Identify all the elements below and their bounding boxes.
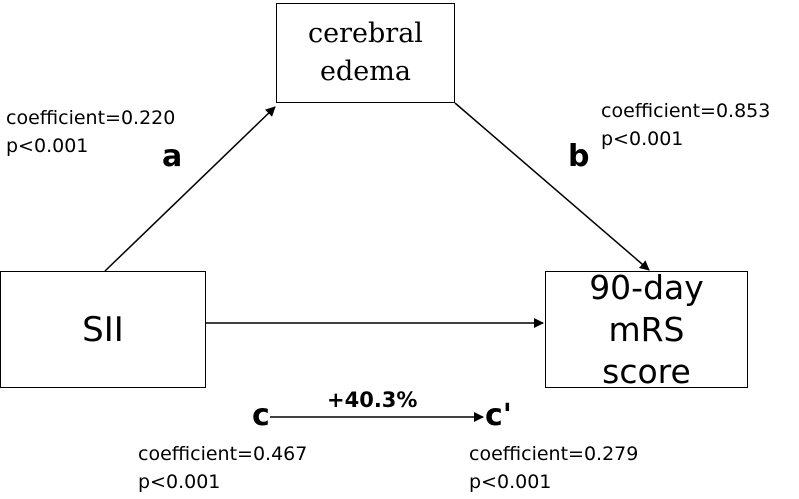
path-c-prime-stats: coefficient=0.279 p<0.001 <box>469 440 638 496</box>
path-a-label: a <box>162 139 183 174</box>
path-b-stats: coefficient=0.853 p<0.001 <box>601 97 770 153</box>
path-b-coefficient: coefficient=0.853 <box>601 100 771 122</box>
path-b-label: b <box>568 139 590 174</box>
path-a-coefficient: coefficient=0.220 <box>6 107 176 129</box>
path-c-prime-coefficient: coefficient=0.279 <box>469 443 639 465</box>
path-b-p-value: p<0.001 <box>601 128 684 150</box>
path-a-p-value: p<0.001 <box>6 135 89 157</box>
effect-change-label: +40.3% <box>327 388 418 412</box>
arrow-a <box>104 106 276 272</box>
path-c-prime-p-value: p<0.001 <box>469 471 552 493</box>
path-a-stats: coefficient=0.220 p<0.001 <box>6 104 175 160</box>
path-c-stats: coefficient=0.467 p<0.001 <box>138 440 307 496</box>
arrow-b <box>454 102 650 271</box>
path-c-coefficient: coefficient=0.467 <box>138 443 308 465</box>
outcome-box: 90-day mRS score <box>545 268 748 391</box>
predictor-label: SII <box>82 309 124 350</box>
path-c-p-value: p<0.001 <box>138 471 221 493</box>
outcome-label: 90-day mRS score <box>589 267 704 391</box>
path-c-label: c <box>252 398 270 433</box>
mediator-box: cerebral edema <box>276 3 455 103</box>
mediator-label: cerebral edema <box>308 18 423 87</box>
path-c-prime-label: c' <box>485 398 512 433</box>
predictor-box: SII <box>0 271 206 388</box>
